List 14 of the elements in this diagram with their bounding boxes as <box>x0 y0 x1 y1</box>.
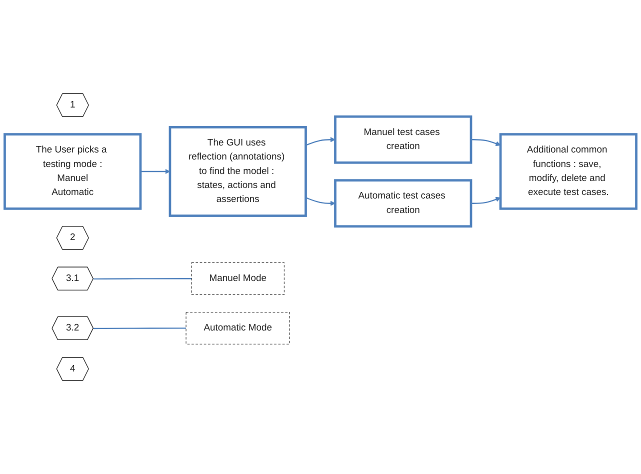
arrow <box>306 137 336 146</box>
node-box: The User picks a testing mode : Manuel Automatic <box>4 133 142 210</box>
connector <box>93 278 192 280</box>
arrow <box>471 139 501 146</box>
node-box: Additional common functions : save, modify, delete and execute test cases. <box>499 133 638 210</box>
arrow <box>140 168 170 174</box>
node-box: Automatic test cases creation <box>334 179 472 228</box>
node-box: Manuel test cases creation <box>334 115 472 164</box>
node-box: The GUI uses reflection (annotations) to find the model : states, actions and assertions <box>168 126 307 217</box>
connector <box>93 328 186 330</box>
arrow <box>471 196 501 204</box>
node-box: Automatic Mode <box>186 312 290 344</box>
node-box: Manuel Mode <box>191 262 284 295</box>
arrow <box>306 197 336 206</box>
